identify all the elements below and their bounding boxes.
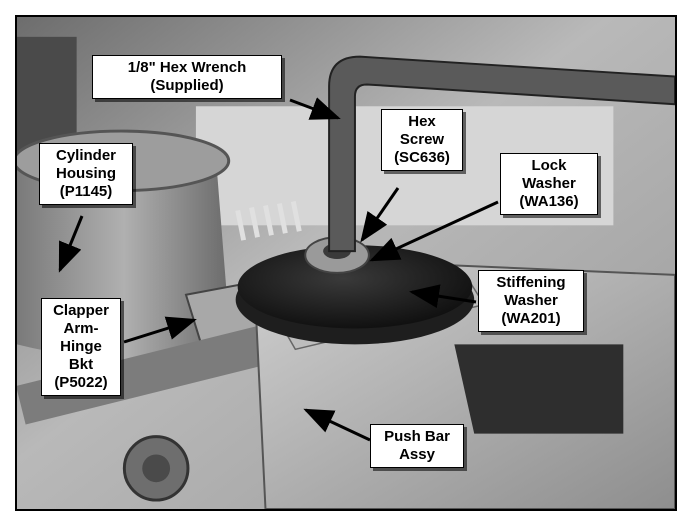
callout-line: (SC636) bbox=[394, 149, 450, 166]
callout-line: Washer bbox=[522, 175, 576, 192]
callout-line: Cylinder bbox=[55, 147, 116, 164]
callout-line: Screw bbox=[399, 131, 445, 148]
push-bar-slot bbox=[454, 344, 624, 434]
callout-hex-wrench: 1/8" Hex Wrench (Supplied) bbox=[92, 55, 282, 99]
callout-line: Arm- bbox=[63, 320, 99, 337]
callout-line: Housing bbox=[56, 165, 116, 182]
callout-line: Hinge bbox=[60, 338, 102, 355]
hinge-rod bbox=[17, 323, 277, 425]
callout-line: Clapper bbox=[53, 302, 109, 319]
callout-line: 1/8" Hex Wrench bbox=[127, 59, 247, 76]
hex-wrench bbox=[328, 55, 675, 253]
callout-stiffening-washer: Stiffening Washer (WA201) bbox=[478, 270, 584, 332]
callout-line: Hex bbox=[408, 113, 436, 130]
spring bbox=[235, 201, 302, 241]
callout-cylinder-housing: Cylinder Housing (P1145) bbox=[39, 143, 133, 205]
callout-clapper-bracket: Clapper Arm- Hinge Bkt (P5022) bbox=[41, 298, 121, 396]
callout-line: Lock bbox=[531, 157, 567, 174]
callout-line: Stiffening bbox=[496, 274, 566, 291]
callout-line: (WA136) bbox=[519, 193, 579, 210]
callout-hex-screw: Hex Screw (SC636) bbox=[381, 109, 463, 171]
callout-push-bar: Push Bar Assy bbox=[370, 424, 464, 468]
callout-line: Washer bbox=[504, 292, 558, 309]
callout-line: Push Bar bbox=[384, 428, 450, 445]
callout-line: Bkt bbox=[68, 356, 94, 373]
hinge-bolt-head bbox=[142, 454, 171, 483]
callout-line: (WA201) bbox=[501, 310, 561, 327]
callout-line: (Supplied) bbox=[150, 77, 224, 94]
callout-line: (P5022) bbox=[54, 374, 108, 391]
callout-line: (P1145) bbox=[59, 183, 113, 200]
callout-line: Assy bbox=[399, 446, 435, 463]
callout-lock-washer: Lock Washer (WA136) bbox=[500, 153, 598, 215]
